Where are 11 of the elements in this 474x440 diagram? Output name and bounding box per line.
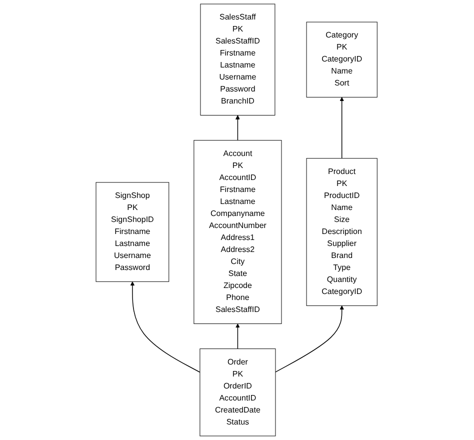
node-box: SalesStaff PK SalesStaffID Firstname Lastname Username Password BranchID (200, 4, 276, 116)
arrow (130, 281, 201, 373)
arrow (340, 97, 344, 159)
node-box: SignShop PK SignShopID Firstname Lastname Username Password (96, 182, 170, 282)
arrow (236, 115, 240, 141)
node-box: Product PK ProductID Name Size Description Supplier Brand Type Quantity CategoryID (306, 158, 378, 306)
node-box: Account PK AccountID Firstname Lastname Companyname AccountNumber Address1 Address2 City State Zipcode Phone SalesStaffID (194, 140, 282, 324)
arrow (236, 324, 240, 350)
arrow (276, 305, 344, 372)
node-box: Category PK CategoryID Name Sort (306, 22, 378, 98)
node-box: Order PK OrderID AccountID CreatedDate Status (200, 348, 276, 436)
